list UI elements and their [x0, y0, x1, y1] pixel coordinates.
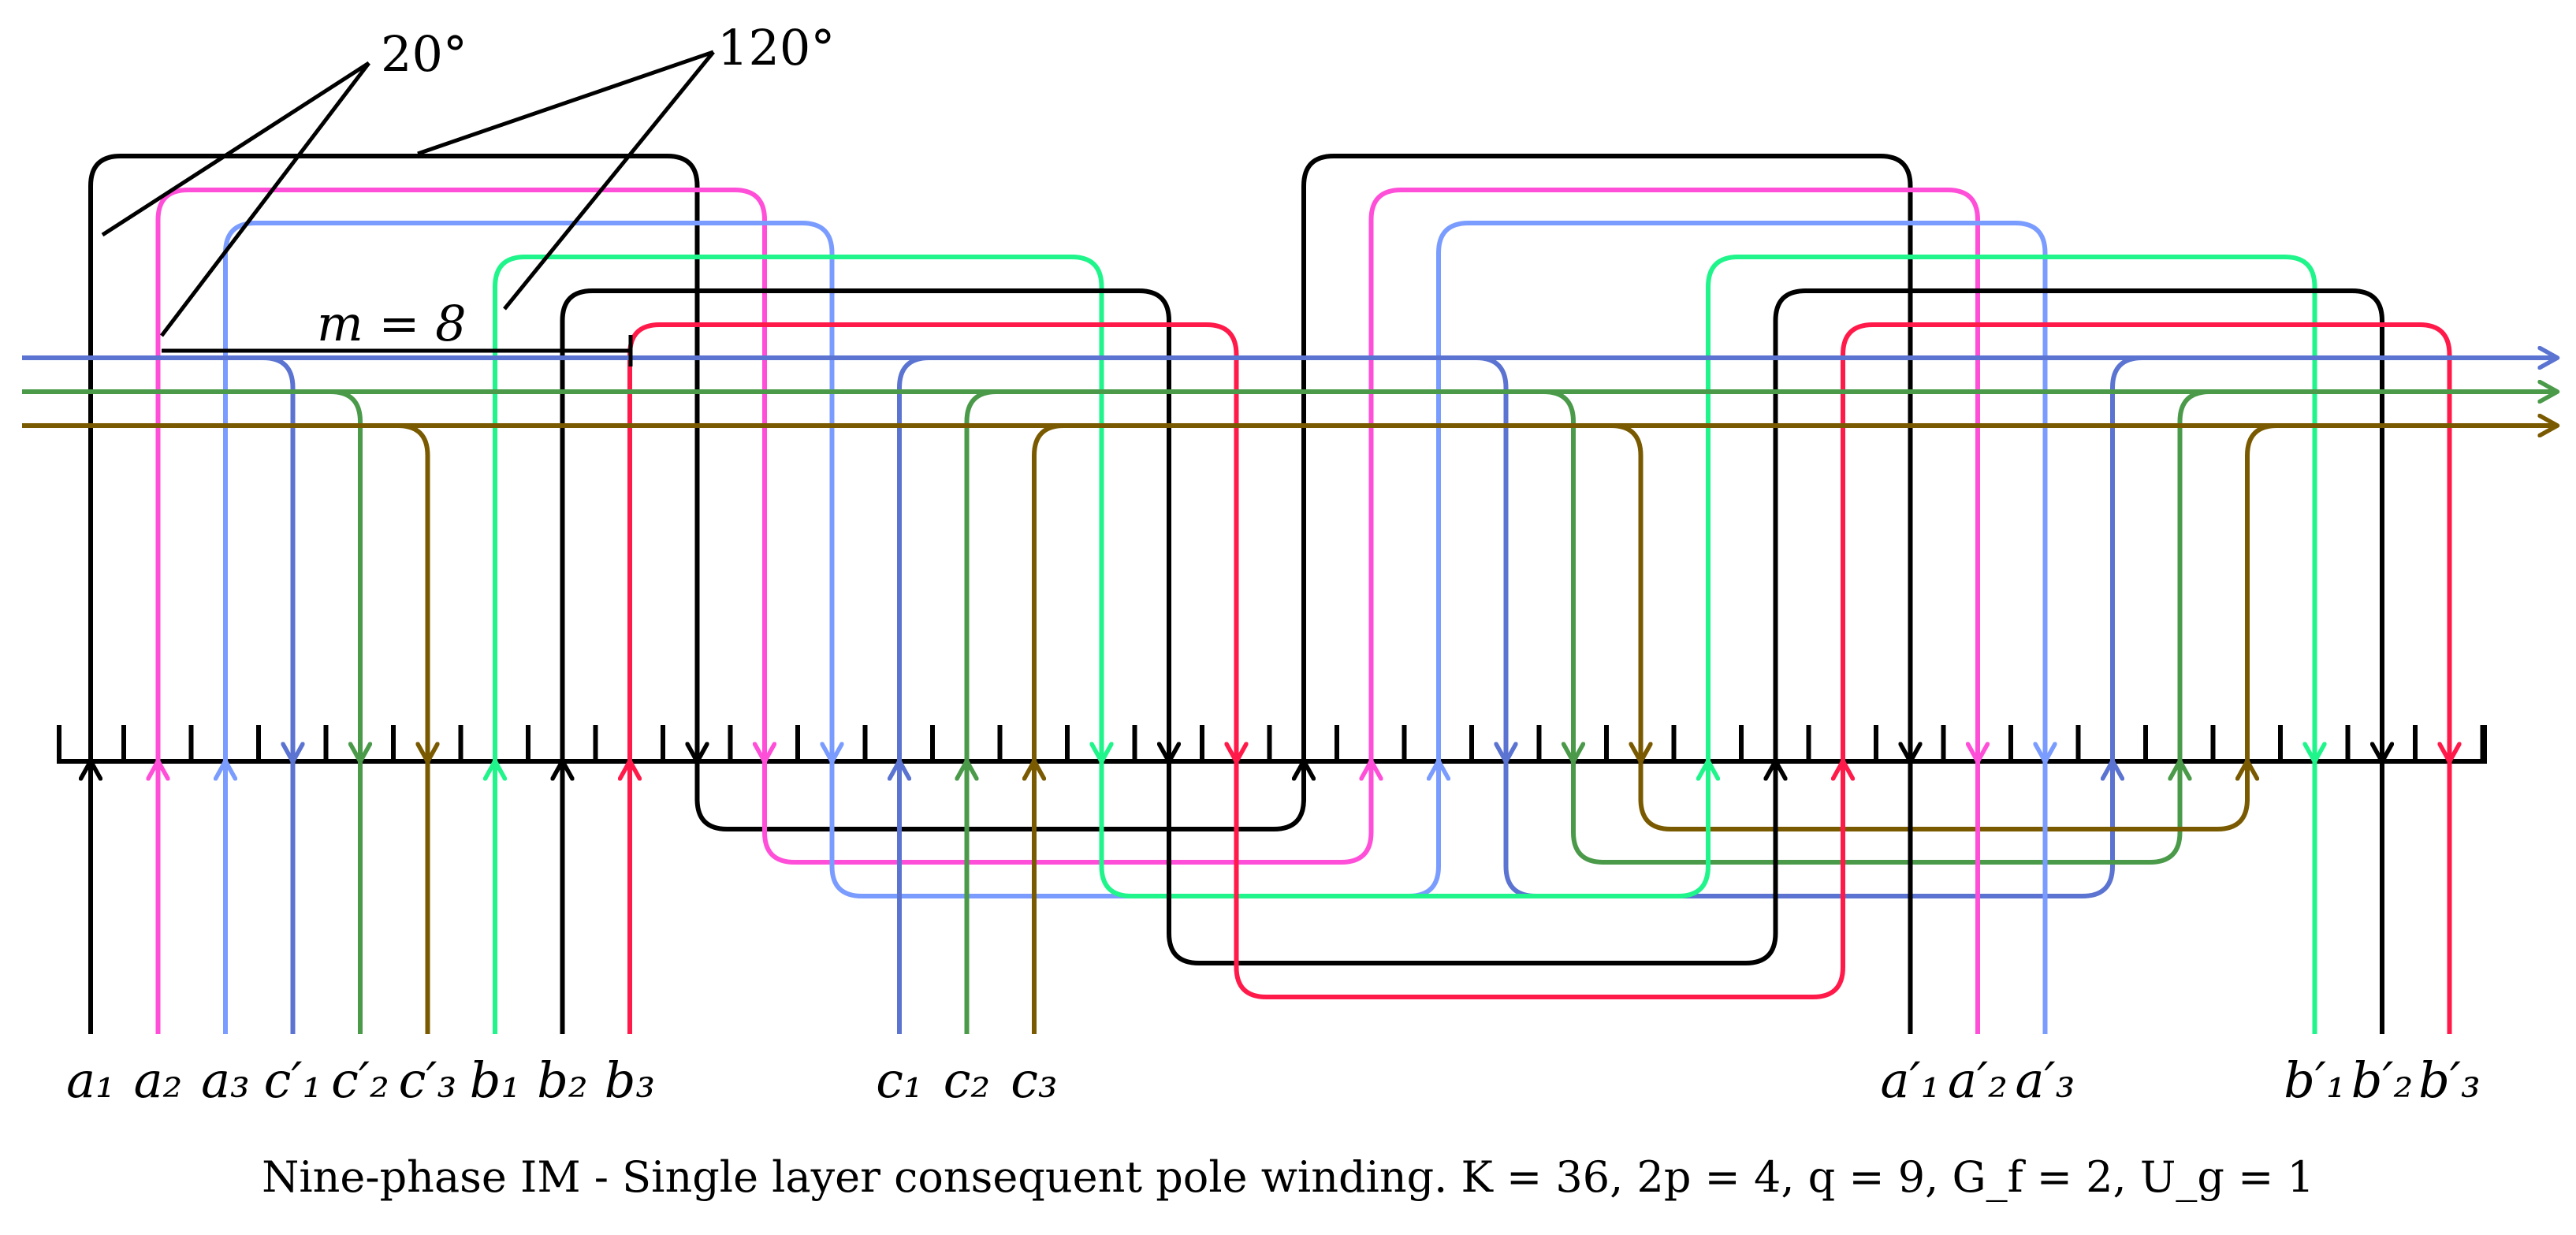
c-feed-drop-3 [22, 423, 428, 760]
terminal-label-5: c′₂ [331, 1051, 389, 1109]
terminal-label-18: b′₃ [2418, 1051, 2481, 1109]
terminal-label-8: b₂ [537, 1051, 588, 1109]
angle-20-label: 20° [381, 25, 467, 83]
angle-20-leader-2 [160, 61, 370, 337]
annotations: 20° 120° m = 8 [101, 19, 835, 366]
coil-a-ret2-top [1368, 188, 1979, 761]
c-span-upper-1 [897, 355, 1506, 761]
link-mint-bottom [1099, 761, 1709, 898]
link-magenta-bottom [762, 761, 1372, 865]
coil-b2-top [560, 288, 1170, 761]
terminal-label-12: c₃ [1011, 1051, 1058, 1109]
link-green-bottom [1571, 761, 2180, 865]
terminal-label-15: a′₃ [2016, 1051, 2075, 1109]
terminal-label-16: b′₁ [2284, 1051, 2346, 1109]
link-black-1-bottom [694, 761, 1305, 831]
terminal-label-13: a′₁ [1881, 1051, 1941, 1109]
angle-20-leader-1 [101, 61, 370, 237]
terminal-label-3: a₃ [201, 1051, 250, 1109]
c-span-upper-2 [964, 389, 1574, 761]
c-span-right-2 [2177, 389, 2556, 761]
coil-a-ret1-top [1301, 154, 1911, 761]
c-feed-drop-2 [22, 389, 360, 760]
m-label: m = 8 [317, 295, 467, 352]
link-black-2-bottom [1167, 761, 1776, 965]
link-olive-bottom [1638, 761, 2248, 831]
terminal-label-6: c′₃ [399, 1051, 457, 1109]
c-span-upper-3 [1032, 423, 1641, 761]
coil-b-ret1-top [1706, 255, 2315, 761]
coil-b-ret3-top [1841, 322, 2450, 761]
terminal-label-11: c₂ [944, 1051, 991, 1109]
coil-a2-top [155, 188, 765, 761]
terminal-label-7: b₁ [470, 1051, 521, 1109]
c-feed-drop-1 [22, 355, 293, 760]
terminal-label-17: b′₂ [2351, 1051, 2414, 1109]
link-red-bottom [1234, 761, 1844, 999]
angle-120-leader-2 [503, 50, 715, 311]
terminal-label-1: a₁ [66, 1051, 115, 1109]
coil-a-ret3-top [1436, 221, 2046, 761]
slot-baseline [57, 725, 2487, 764]
coil-b1-top [493, 255, 1102, 761]
coil-a1-top [88, 154, 698, 761]
terminal-label-4: c′₁ [264, 1051, 322, 1109]
terminal-label-14: a′₂ [1948, 1051, 2008, 1109]
terminal-label-2: a₂ [134, 1051, 183, 1109]
terminal-label-10: c₁ [876, 1051, 923, 1109]
c-span-right-1 [2110, 355, 2556, 761]
terminal-label-9: b₃ [605, 1051, 656, 1109]
coil-a3-top [223, 221, 832, 761]
c-span-right-3 [2245, 423, 2556, 761]
angle-120-label: 120° [717, 19, 835, 76]
angle-120-leader-1 [417, 50, 714, 156]
link-slateblue-bottom [1503, 761, 2113, 898]
coil-b-ret2-top [1773, 288, 2383, 761]
winding-paths [22, 154, 2556, 1034]
figure-caption: Nine-phase IM - Single layer consequent … [262, 1152, 2314, 1202]
